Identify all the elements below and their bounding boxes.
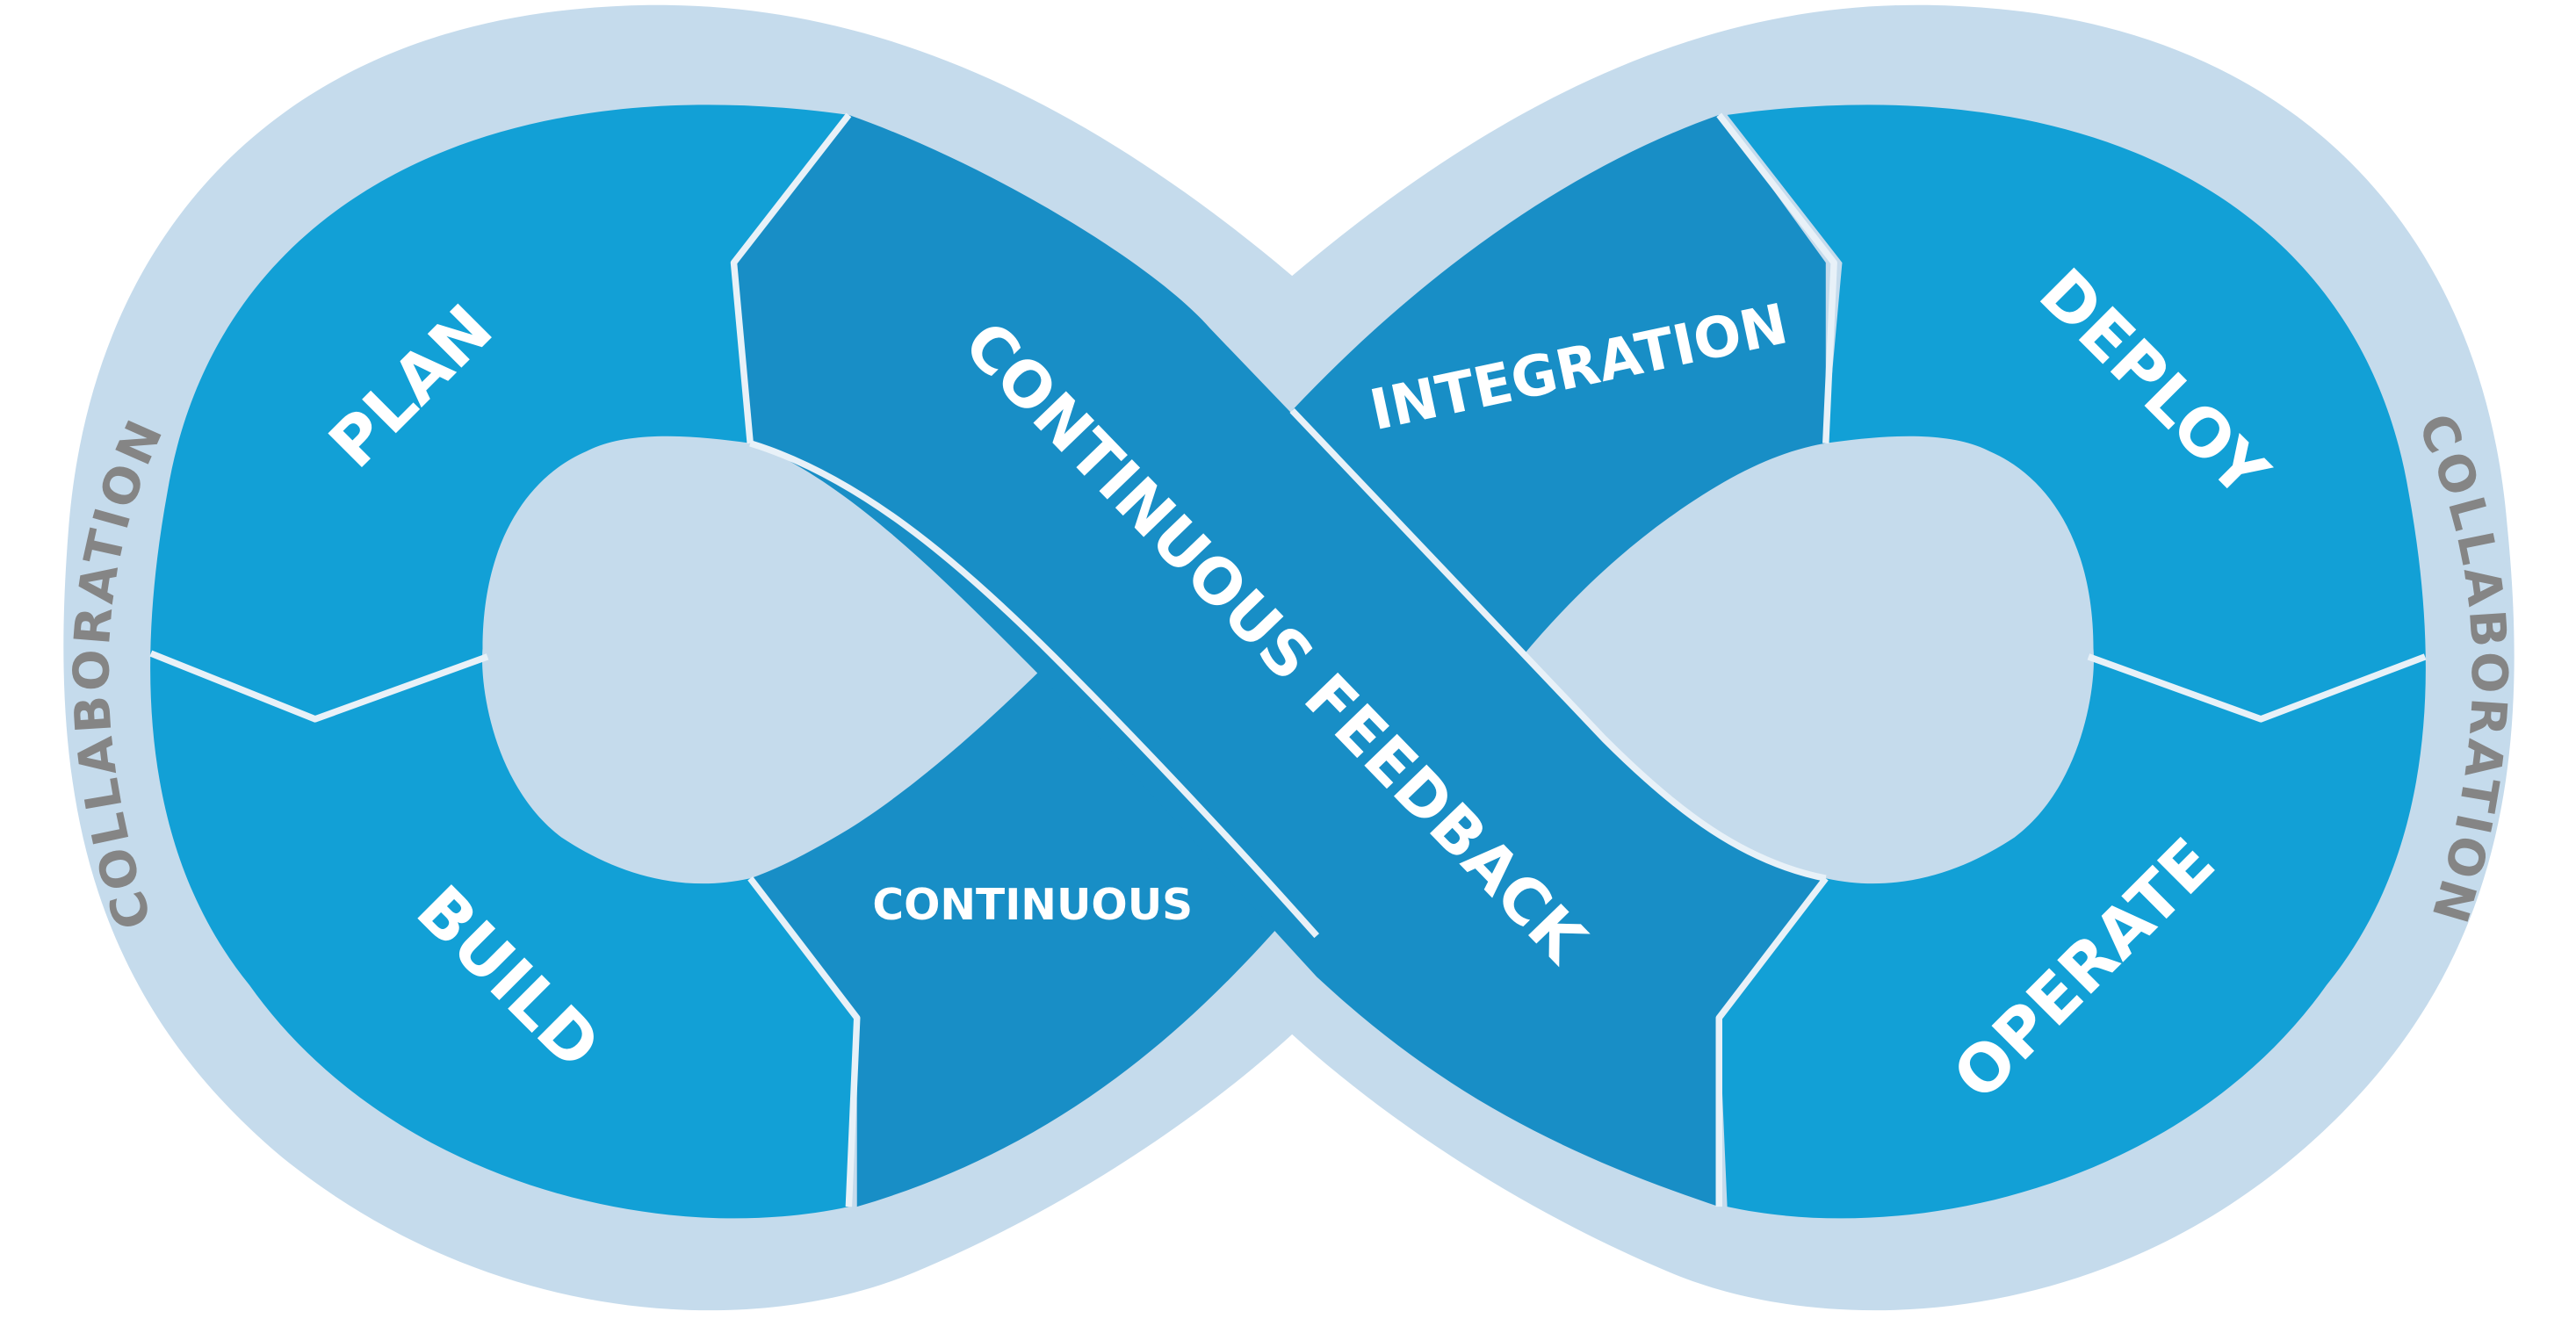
right-loop-ring xyxy=(1719,104,2426,1219)
continuous-feedback-band xyxy=(733,114,1826,1207)
continuous-label: CONTINUOUS xyxy=(872,881,1193,930)
segment-dividers xyxy=(149,112,2427,1207)
continuous-integration-upper-band xyxy=(1292,114,1826,657)
left-loop-ring xyxy=(150,104,857,1219)
